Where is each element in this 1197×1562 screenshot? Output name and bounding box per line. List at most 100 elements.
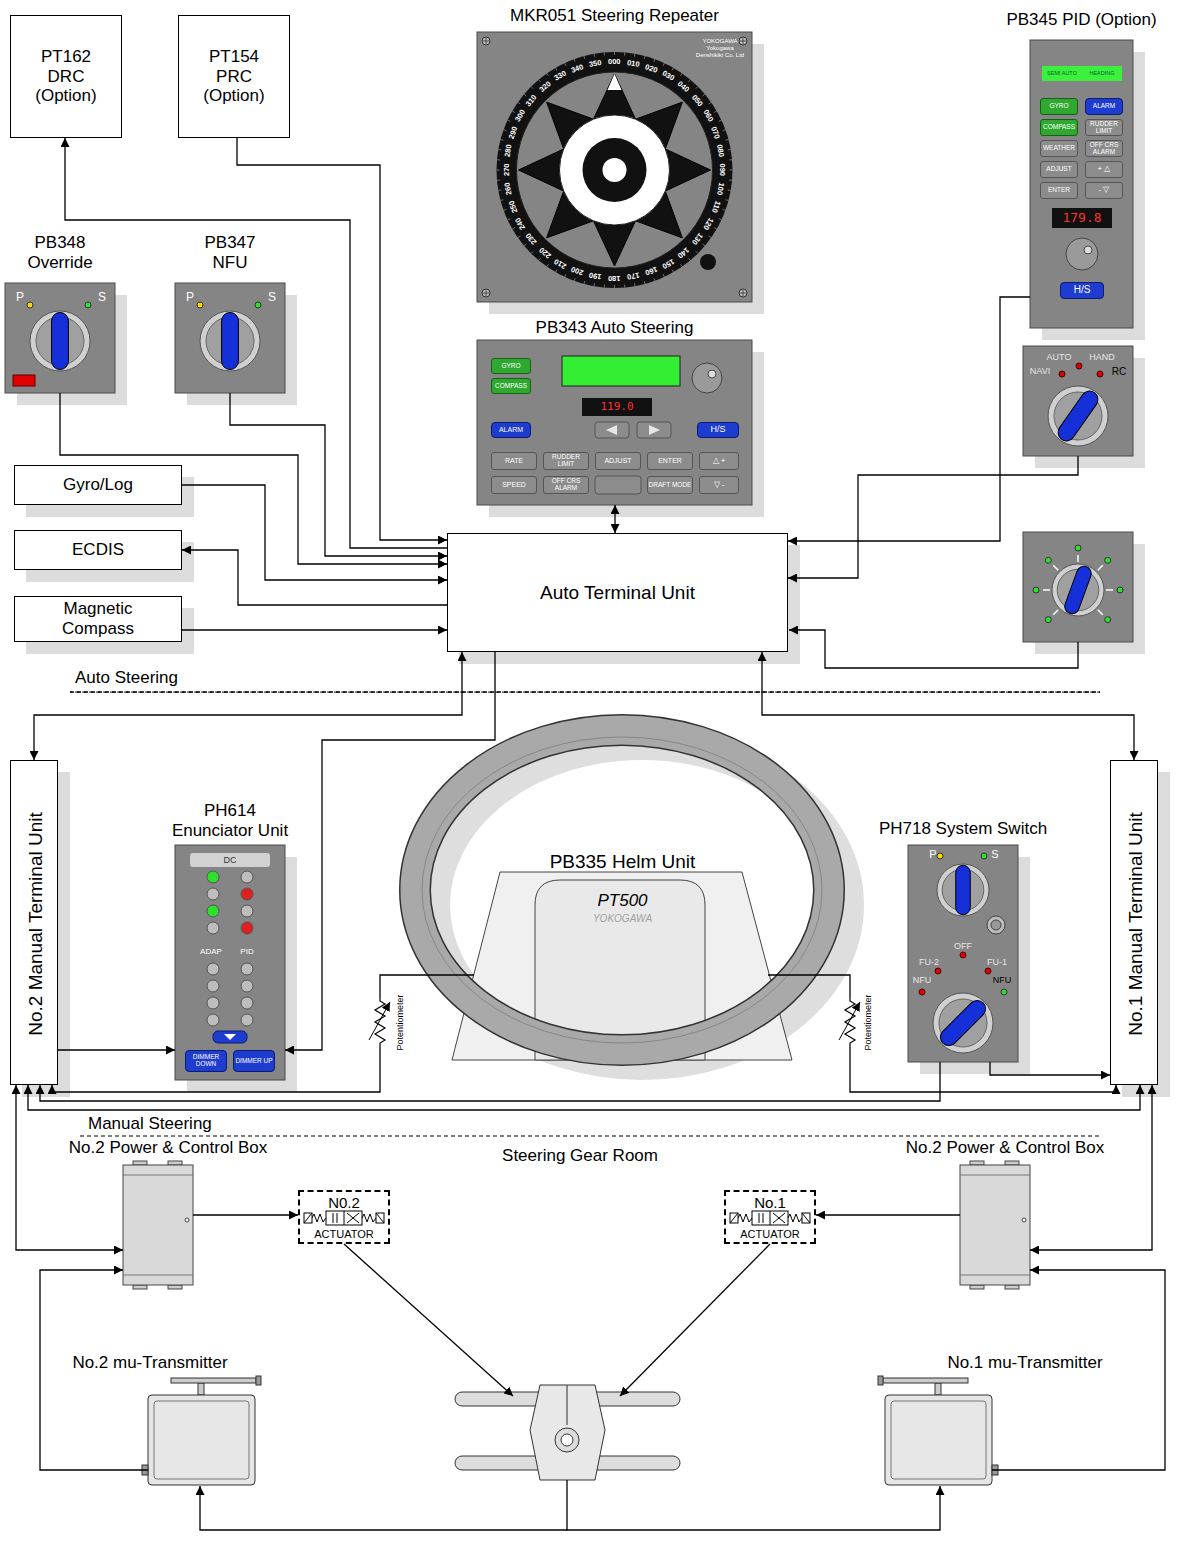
- dial-number: 290: [507, 126, 518, 140]
- drawing-g: [937, 997, 989, 1049]
- drawing-rect: [970, 1161, 984, 1165]
- drawing-rect: [154, 1401, 249, 1479]
- drawing-rect: [935, 1383, 941, 1395]
- panel-label: ADJUST: [595, 452, 641, 470]
- panel-label: NFU: [988, 975, 1016, 985]
- drawing-path: [1053, 610, 1058, 615]
- node-title: PB335 Helm Unit: [495, 851, 750, 873]
- drawing-path: [224, 1034, 236, 1040]
- drawing-path: [740, 38, 746, 44]
- drawing-rect: [373, 997, 387, 1047]
- drawing-rect: [148, 1395, 255, 1485]
- panel-label: - ▽: [1085, 182, 1123, 199]
- panel-label: S: [265, 291, 279, 305]
- node-title: Gyro/Log: [63, 475, 133, 495]
- node-title: PB348 Override: [17, 233, 103, 272]
- transmitter: No.2 mu-Transmitter: [148, 1395, 255, 1485]
- drawing-path: [375, 997, 385, 1047]
- panel-label: GYRO: [491, 358, 531, 374]
- panel-label: OFF CRS ALARM: [543, 476, 589, 494]
- drawing-path: [714, 111, 717, 113]
- panel-label: ALARM: [491, 422, 531, 438]
- dial-number: 190: [589, 271, 603, 281]
- node-title: N0.2: [300, 1194, 388, 1211]
- input-box: ECDIS: [14, 530, 182, 570]
- dial-number: 260: [503, 182, 513, 196]
- section-label: Auto Steering: [75, 668, 178, 688]
- dial-number: 080: [716, 144, 726, 158]
- drawing-path: [567, 1486, 940, 1530]
- node-title: Magnetic Compass: [38, 599, 158, 638]
- drawing-circle: [207, 1014, 219, 1026]
- drawing-rect: [562, 356, 680, 386]
- system-switch: PH718 System SwitchPSFU-2OFFFU-1NFUNFU: [908, 845, 1018, 1062]
- dial-number: 130: [690, 232, 704, 246]
- drawing-path: [123, 1175, 193, 1275]
- drawing-path: [512, 111, 515, 113]
- drawing-rect: [1030, 40, 1133, 328]
- drawing-circle: [241, 922, 253, 934]
- drawing-path: [501, 139, 504, 141]
- drawing-path: [729, 159, 732, 160]
- drawing-path: [524, 244, 526, 246]
- drawing-path: [547, 73, 549, 75]
- drawing-path: [80, 1136, 1100, 1137]
- drawing-path: [726, 199, 729, 201]
- drawing-path: [519, 74, 711, 266]
- mode-switch: AUTOHANDNAVIRC: [1023, 346, 1133, 456]
- drawing-rect: [13, 375, 35, 386]
- drawing-path: [604, 52, 605, 55]
- drawing-g: [1055, 388, 1101, 444]
- drawing-path: [1106, 589, 1113, 591]
- drawing-circle: [1048, 386, 1108, 446]
- drawing-path: [574, 59, 575, 62]
- drawing-path: [497, 170, 500, 171]
- pid-panel: PB345 PID (Option)SEMI AUTOHEADINGGYROAL…: [1030, 40, 1133, 328]
- drawing-circle: [1052, 564, 1104, 616]
- drawing-path: [200, 1480, 567, 1530]
- signal-connector: [193, 1214, 298, 1215]
- drawing-path: [594, 54, 596, 57]
- signal-connector: [237, 138, 447, 540]
- drawing-rect: [595, 422, 629, 438]
- drawing-path: [518, 236, 520, 238]
- drawing-circle: [207, 980, 219, 992]
- drawing-circle: [981, 853, 987, 859]
- signal-connector: [52, 975, 415, 1092]
- signal-connector: [16, 1085, 123, 1250]
- drawing-circle: [1075, 545, 1081, 551]
- panel-label: SEMI AUTO: [1042, 66, 1082, 81]
- node-title: PB347 NFU: [195, 233, 265, 272]
- drawing-circle: [937, 853, 943, 859]
- drawing-circle: [937, 864, 989, 916]
- signal-connector: [830, 975, 1116, 1092]
- panel-label: S: [988, 848, 1002, 861]
- panel-label: YOKOGAWA Yokogawa Denshikiki Co. Ltd: [692, 38, 748, 59]
- drawing-path: [644, 281, 646, 284]
- signal-connector: [614, 505, 615, 533]
- panel-label: OFF: [948, 941, 978, 951]
- power-control-box: No.2 Power & Control Box: [123, 1165, 193, 1285]
- drawing-path: [498, 189, 501, 191]
- panel-label: NAVI: [1025, 366, 1055, 376]
- panel-label: GYRO: [1040, 98, 1078, 115]
- drawing-circle: [700, 254, 716, 270]
- drawing-circle: [561, 1434, 573, 1446]
- annunciator-panel: PH614 Enunciator UnitDCADAPPIDDIMMER DOW…: [175, 845, 285, 1080]
- drawing-circle: [1105, 617, 1111, 623]
- signal-connector: [230, 393, 447, 556]
- drawing-path: [759, 1211, 785, 1225]
- signal-connector: [28, 1085, 1140, 1110]
- drawing-path: [483, 290, 489, 296]
- node-title: AUTO: [1043, 352, 1075, 362]
- drawing-path: [688, 80, 690, 82]
- drawing-path: [530, 1385, 605, 1480]
- panel-label: P: [926, 848, 940, 861]
- part-label: Potentiometer: [396, 994, 405, 1050]
- drawing-circle: [739, 37, 747, 45]
- drawing-path: [567, 1385, 568, 1425]
- drawing-circle: [241, 905, 253, 917]
- drawing-path: [1077, 555, 1079, 562]
